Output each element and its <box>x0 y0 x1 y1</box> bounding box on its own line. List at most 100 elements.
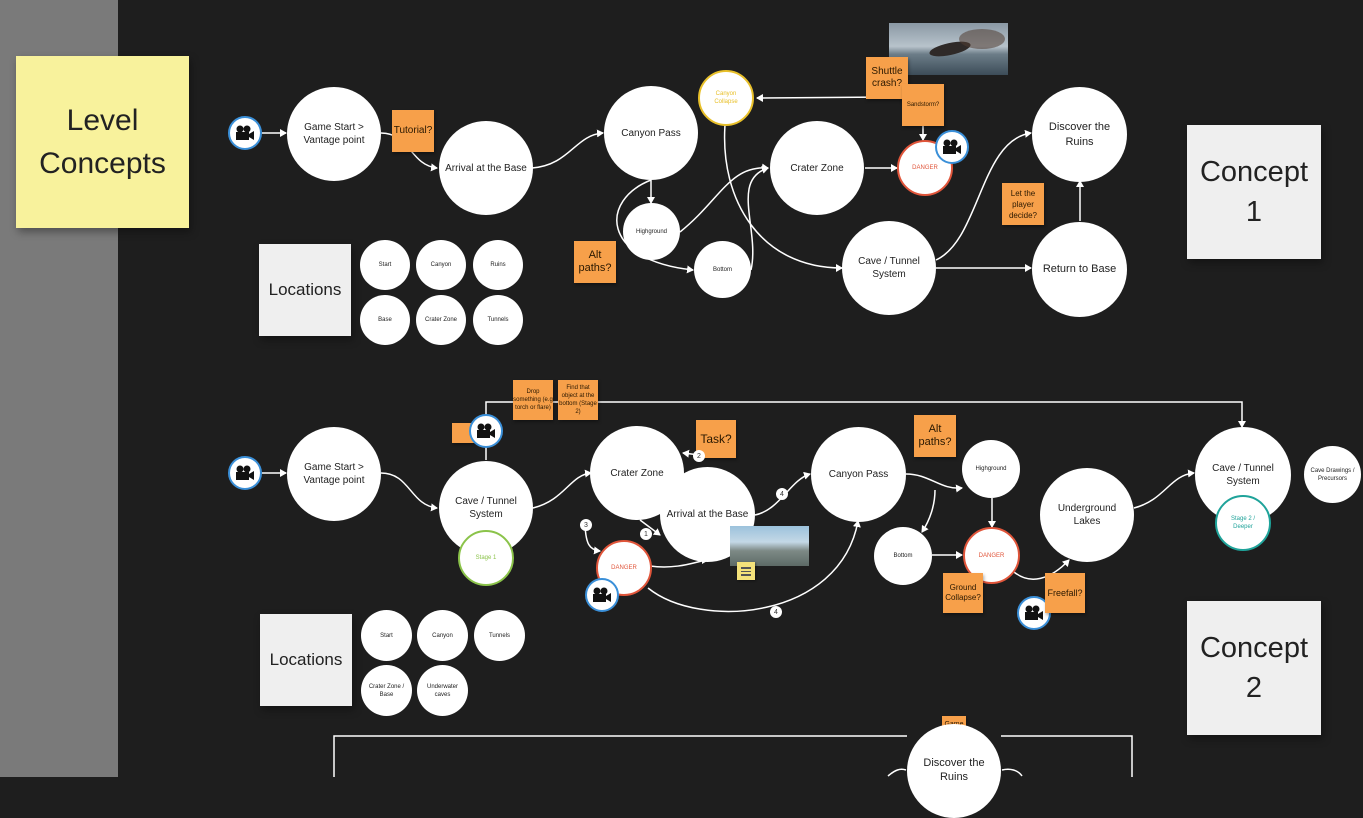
shuttle-crash-photo <box>889 23 1008 75</box>
location-label: Tunnels <box>488 632 511 639</box>
node-stage1[interactable]: Stage 1 <box>458 530 514 586</box>
note-alt-paths-2[interactable]: Alt paths? <box>914 415 956 457</box>
camera-icon <box>585 578 619 612</box>
path-badge: 4 <box>776 488 788 500</box>
path-badge: 2 <box>693 450 705 462</box>
path-badge: 1 <box>640 528 652 540</box>
location-canyon-2[interactable]: Canyon <box>417 610 468 661</box>
node-canyon-pass[interactable]: Canyon Pass <box>604 86 698 180</box>
path-badge: 4 <box>770 606 782 618</box>
node-label: Game Start > Vantage point <box>303 462 365 486</box>
location-label: Start <box>380 632 393 639</box>
note-freefall[interactable]: Freefall? <box>1045 573 1085 613</box>
camera-icon <box>469 414 503 448</box>
location-tunnels-2[interactable]: Tunnels <box>474 610 525 661</box>
title-line2: Concepts <box>39 147 166 180</box>
note-shuttle-crash[interactable]: Shuttle crash? <box>866 57 908 99</box>
note-text: Freefall? <box>1047 588 1083 598</box>
note-text: Let the player decide? <box>1008 188 1038 220</box>
node-discover-ruins[interactable]: Discover the Ruins <box>1032 87 1127 182</box>
concept1-label-line2: 1 <box>1245 196 1263 228</box>
level-concepts-sticky: Level Concepts <box>16 56 189 228</box>
node-cave-drawings[interactable]: Cave Drawings / Precursors <box>1304 446 1361 503</box>
locations-sticky-1: Locations <box>259 244 351 336</box>
note-find-object[interactable]: Find that object at the bottom (Stage 2) <box>558 380 598 420</box>
location-label: Crater Zone / Base <box>368 683 405 698</box>
path-badge: 3 <box>580 519 592 531</box>
location-crater-zone[interactable]: Crater Zone <box>416 295 466 345</box>
note-text: Task? <box>700 432 732 446</box>
camera-icon <box>228 456 262 490</box>
node-canyon-pass-2[interactable]: Canyon Pass <box>811 427 906 522</box>
note-ground-collapse[interactable]: Ground Collapse? <box>943 573 983 613</box>
location-label: Underwater caves <box>426 683 458 698</box>
node-label: Game Start > Vantage point <box>303 122 365 146</box>
node-label: Canyon Collapse <box>714 91 738 105</box>
note-let-player-decide[interactable]: Let the player decide? <box>1002 183 1044 225</box>
location-label: Canyon <box>430 262 452 268</box>
location-label: Ruins <box>490 262 506 268</box>
node-label: Stage 2 / Deeper <box>1230 516 1256 530</box>
locations-sticky-2: Locations <box>260 614 352 706</box>
location-label: Tunnels <box>487 317 509 323</box>
node-cave-tunnel[interactable]: Cave / Tunnel System <box>842 221 936 315</box>
location-start[interactable]: Start <box>360 240 410 290</box>
node-label: Highground <box>975 466 1007 472</box>
badge-text: 4 <box>774 608 778 616</box>
node-discover-ruins-3[interactable]: Discover the Ruins <box>907 724 1001 818</box>
concept1-label: Concept 1 <box>1187 125 1321 259</box>
note-text: Ground Collapse? <box>945 583 981 602</box>
node-danger-left[interactable]: DANGER <box>596 540 652 596</box>
node-label: Canyon Pass <box>621 127 681 139</box>
node-label: Cave Drawings / Precursors <box>1310 467 1355 482</box>
node-bottom-2[interactable]: Bottom <box>874 527 932 585</box>
node-label: Arrival at the Base <box>666 509 749 520</box>
location-tunnels[interactable]: Tunnels <box>473 295 523 345</box>
node-label: Bottom <box>893 553 913 559</box>
sticky-note-icon[interactable] <box>737 562 755 580</box>
node-label: Arrival at the Base <box>445 162 527 174</box>
node-label: Cave / Tunnel System <box>455 496 517 520</box>
locations-title: Locations <box>268 280 342 299</box>
location-underwater-caves[interactable]: Underwater caves <box>417 665 468 716</box>
location-label: Canyon <box>432 632 453 639</box>
node-underground-lakes[interactable]: Underground Lakes <box>1040 468 1134 562</box>
badge-text: 3 <box>584 521 588 529</box>
note-blank[interactable] <box>452 423 474 443</box>
node-return-base[interactable]: Return to Base <box>1032 222 1127 317</box>
node-label: Bottom <box>712 266 732 273</box>
camera-icon <box>228 116 262 150</box>
badge-text: 2 <box>697 452 701 460</box>
node-label: Cave / Tunnel System <box>1212 463 1274 487</box>
location-ruins[interactable]: Ruins <box>473 240 523 290</box>
node-highground[interactable]: Highground <box>623 203 680 260</box>
node-bottom[interactable]: Bottom <box>694 241 751 298</box>
note-text: Sandstorm? <box>906 102 940 108</box>
badge-text: 1 <box>644 530 648 538</box>
node-label: Crater Zone <box>790 162 844 174</box>
note-drop-something[interactable]: Drop something (e.g torch or flare) <box>513 380 553 420</box>
location-canyon[interactable]: Canyon <box>416 240 466 290</box>
note-sandstorm[interactable]: Sandstorm? <box>902 84 944 126</box>
node-highground-2[interactable]: Highground <box>962 440 1020 498</box>
node-crater-zone[interactable]: Crater Zone <box>770 121 864 215</box>
note-tutorial[interactable]: Tutorial? <box>392 110 434 152</box>
node-stage2[interactable]: Stage 2 / Deeper <box>1215 495 1271 551</box>
landscape-photo <box>730 526 809 566</box>
note-alt-paths[interactable]: Alt paths? <box>574 241 616 283</box>
node-label: DANGER <box>611 565 637 571</box>
node-game-start[interactable]: Game Start > Vantage point <box>287 87 381 181</box>
node-game-start-2[interactable]: Game Start > Vantage point <box>287 427 381 521</box>
note-text: Alt paths? <box>578 249 612 274</box>
node-canyon-collapse[interactable]: Canyon Collapse <box>698 70 754 126</box>
note-text: Find that object at the bottom (Stage 2) <box>559 385 597 415</box>
node-label: Discover the Ruins <box>1048 120 1111 148</box>
location-crater-base-2[interactable]: Crater Zone / Base <box>361 665 412 716</box>
node-label: Canyon Pass <box>828 469 889 480</box>
node-label: Cave / Tunnel System <box>858 256 920 280</box>
location-start-2[interactable]: Start <box>361 610 412 661</box>
badge-text: 4 <box>780 490 784 498</box>
node-arrival[interactable]: Arrival at the Base <box>439 121 533 215</box>
location-label: Base <box>378 317 392 323</box>
location-base[interactable]: Base <box>360 295 410 345</box>
